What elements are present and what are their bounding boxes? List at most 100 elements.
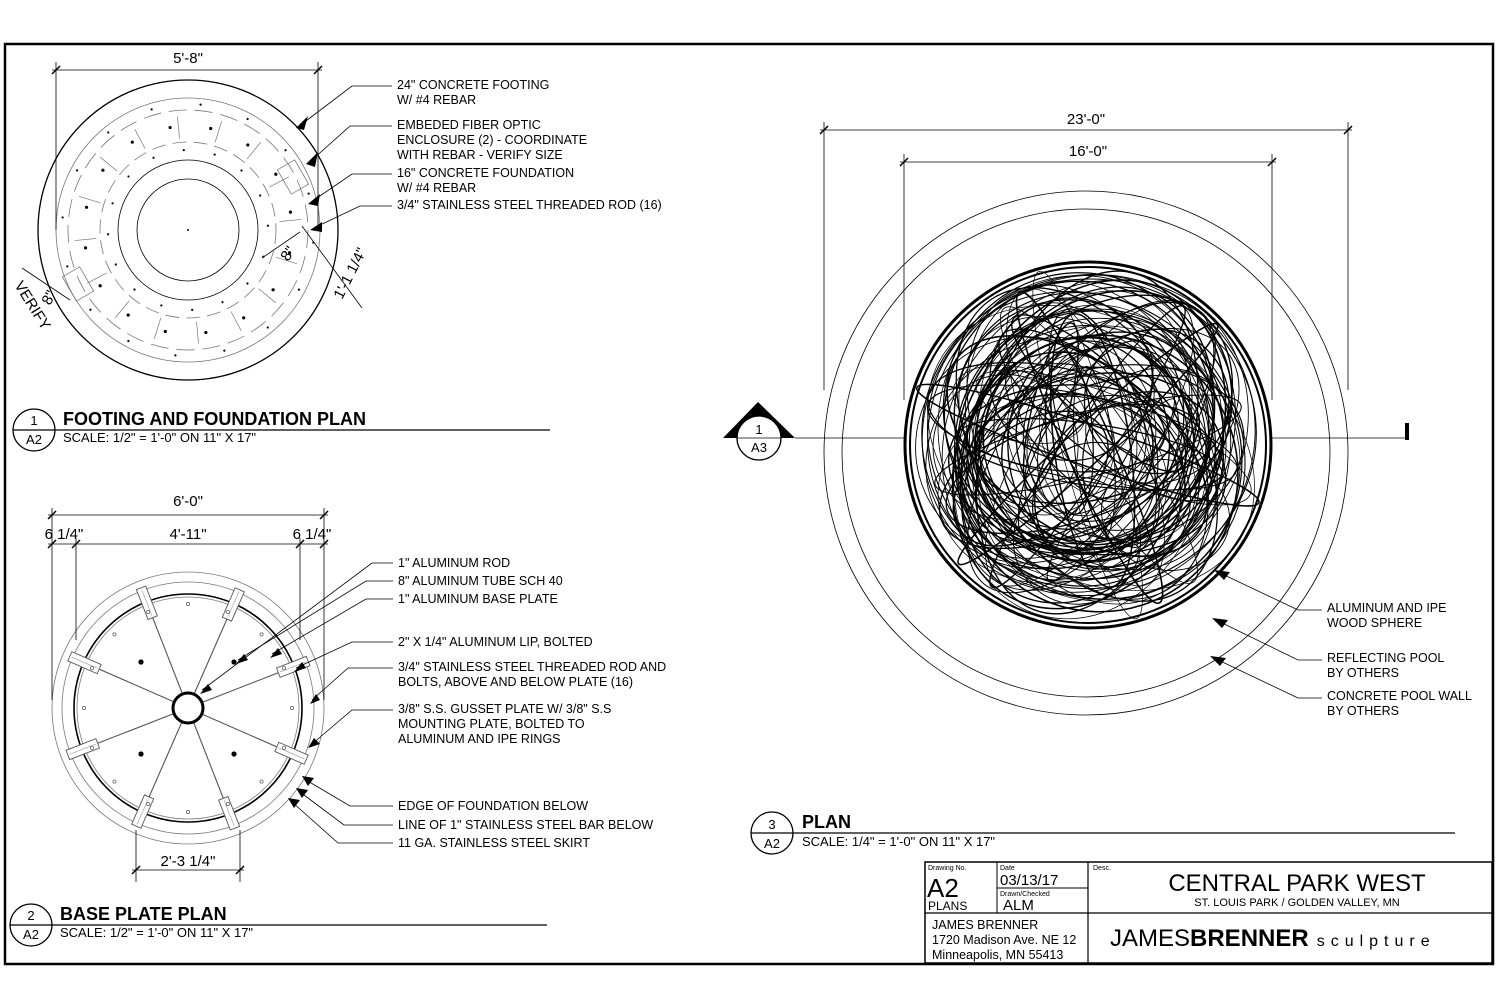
foundation-ring-dashed bbox=[99, 141, 277, 319]
bolt-hole bbox=[282, 666, 287, 671]
sphere-strand bbox=[989, 305, 1186, 589]
bolt-hole bbox=[282, 745, 287, 750]
sphere-strand bbox=[1006, 374, 1197, 544]
bolt-hole bbox=[89, 745, 94, 750]
rebar-dot bbox=[127, 339, 130, 343]
sphere-strand bbox=[956, 417, 1223, 492]
rebar-dot bbox=[274, 172, 278, 176]
dim-line bbox=[301, 225, 363, 309]
bolt-hole bbox=[225, 802, 230, 807]
rebar-dot bbox=[287, 251, 292, 255]
note-foundation: 16" CONCRETE FOUNDATION W/ #4 REBAR bbox=[397, 166, 578, 195]
rebar-tick bbox=[269, 176, 289, 188]
footing-foundation-plan: 5'-8" 8" 1'-1 1/4" 8" VERIFY 24" CONCRET… bbox=[11, 50, 662, 452]
sphere-strand bbox=[1022, 344, 1210, 531]
sphere-strand bbox=[957, 308, 1232, 579]
note-aluminum-tube: 8" ALUMINUM TUBE SCH 40 bbox=[398, 574, 563, 588]
leader-line bbox=[311, 125, 392, 161]
dim-tick bbox=[819, 125, 829, 135]
skirt-outer-circle bbox=[51, 571, 325, 845]
dim-line bbox=[21, 267, 71, 301]
leader-arrow bbox=[296, 788, 308, 798]
rebar-tick bbox=[78, 195, 101, 204]
rebar-dot bbox=[199, 103, 202, 106]
plan-view: 1 A3 23'-0" 16'-0" ALUMINUM AND IPE WOOD… bbox=[723, 111, 1472, 855]
leader-arrow bbox=[236, 654, 248, 664]
note-reflecting-pool: REFLECTING POOL BY OTHERS bbox=[1327, 651, 1447, 680]
sphere-strand bbox=[934, 394, 1242, 496]
bolt-hole bbox=[112, 632, 117, 637]
dim-right: 6 1/4" bbox=[293, 526, 332, 543]
sphere-strand bbox=[921, 274, 1256, 597]
drawing-scale: SCALE: 1/4" = 1'-0" ON 11" X 17" bbox=[802, 834, 995, 849]
date-value: 03/13/17 bbox=[1000, 872, 1058, 889]
gusset-centerline bbox=[69, 743, 96, 755]
fiber-optic-hole bbox=[138, 751, 144, 757]
rebar-dot bbox=[89, 308, 92, 311]
date-label: Date bbox=[1000, 865, 1015, 872]
sphere-strand bbox=[1083, 328, 1230, 475]
rebar-tick bbox=[214, 120, 223, 143]
leader-line bbox=[311, 667, 393, 701]
rebar-dot bbox=[174, 354, 177, 357]
rebar-dot bbox=[61, 216, 64, 219]
rebar-dot bbox=[107, 233, 110, 236]
sphere-strand bbox=[1022, 322, 1080, 492]
leader-line bbox=[299, 791, 393, 826]
note-skirt: 11 GA. STAINLESS STEEL SKIRT bbox=[398, 836, 590, 850]
rebar-dot bbox=[83, 246, 88, 250]
project-location: ST. LOUIS PARK / GOLDEN VALLEY, MN bbox=[1194, 897, 1399, 909]
dim-bottom: 2'-3 1/4" bbox=[161, 853, 216, 870]
bolt-hole bbox=[146, 609, 151, 614]
sphere-strand bbox=[1001, 366, 1187, 546]
rebar-dot bbox=[101, 168, 105, 172]
rebar-dot bbox=[126, 313, 130, 317]
sphere-strand bbox=[972, 395, 1191, 580]
leader-arrow bbox=[306, 152, 318, 167]
leader-line bbox=[271, 598, 393, 655]
rebar-dot bbox=[266, 224, 269, 227]
rebar-dot bbox=[288, 210, 293, 214]
gusset-centerline bbox=[136, 798, 149, 825]
dim-tick bbox=[47, 510, 57, 520]
note-footing: 24" CONCRETE FOOTING W/ #4 REBAR bbox=[397, 78, 553, 107]
bolt-hole bbox=[186, 602, 190, 606]
drawing-title: BASE PLATE PLAN bbox=[60, 904, 227, 924]
sphere-strand bbox=[937, 275, 1224, 580]
leader-line bbox=[1215, 619, 1322, 661]
detail-number: 3 bbox=[768, 817, 775, 832]
drawn-label: Drawn/Checked bbox=[1000, 891, 1050, 898]
base-plate-circle bbox=[73, 593, 303, 823]
rebar-dot bbox=[111, 202, 114, 205]
dim-tick bbox=[71, 539, 81, 549]
rebar-dot bbox=[271, 288, 275, 292]
bolt-hole bbox=[82, 706, 86, 710]
sphere-strand bbox=[915, 336, 1138, 559]
leader-arrow bbox=[294, 662, 306, 672]
leader-arrow bbox=[302, 776, 314, 786]
leader-line bbox=[313, 173, 392, 201]
leader-arrow bbox=[296, 116, 308, 130]
gusset-centerline bbox=[71, 656, 98, 669]
sphere-strand bbox=[916, 383, 1260, 507]
dim-tick bbox=[51, 65, 61, 75]
dim-inner: 16'-0" bbox=[1069, 143, 1107, 160]
dim-tick bbox=[899, 157, 909, 167]
dim-outer: 23'-0" bbox=[1067, 111, 1105, 128]
sphere-strand bbox=[1072, 366, 1116, 540]
dim-left: 6 1/4" bbox=[45, 526, 84, 543]
reflecting-pool-edge bbox=[841, 208, 1331, 698]
note-threaded-rod: 3/4" STAINLESS STEEL THREADED ROD AND BO… bbox=[398, 660, 670, 689]
sphere-strand bbox=[927, 291, 1246, 600]
leader-line bbox=[1213, 657, 1322, 699]
sphere-strand bbox=[976, 302, 1133, 559]
fiber-optic-hole bbox=[138, 659, 144, 665]
rebar-dot bbox=[240, 169, 243, 172]
dim-tick bbox=[131, 865, 141, 875]
leader-arrow bbox=[310, 222, 322, 232]
rebar-tick bbox=[279, 219, 302, 222]
leader-arrow bbox=[200, 684, 212, 694]
bolt-holes bbox=[82, 602, 294, 814]
rebar-dot bbox=[133, 288, 136, 291]
sphere-strand bbox=[953, 299, 1185, 530]
